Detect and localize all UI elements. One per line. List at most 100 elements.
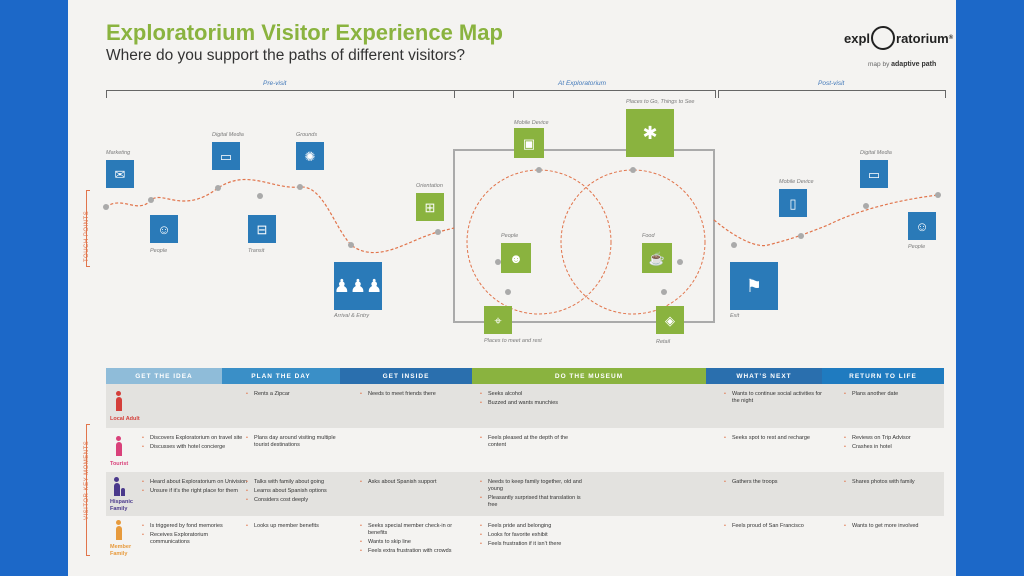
tp-label-exit: Exit	[730, 313, 740, 319]
persona-label-hispanic-family: Hispanic Family	[110, 499, 133, 512]
logo-ring	[871, 26, 896, 50]
key-moment-cell: Feels proud of San Francisco	[724, 523, 830, 532]
hispanic-family-figure	[113, 483, 120, 496]
chat-person-icon: ☻	[501, 243, 531, 273]
key-moment-cell: Seeks spot to rest and recharge	[724, 435, 830, 444]
train-icon: ⊟	[248, 215, 276, 243]
dot-grounds	[297, 184, 303, 190]
person-chat-post-icon: ☺	[908, 212, 936, 240]
dot-mobile-device	[536, 167, 542, 173]
tp-label-transit: Transit	[248, 248, 265, 254]
person-chat-icon: ☺	[150, 215, 178, 243]
logo-text-right: ratorium	[896, 30, 949, 46]
stage-get-inside: GET INSIDE	[340, 368, 472, 384]
museum-boundary	[453, 149, 715, 323]
experience-map-poster: Exploratorium Visitor Experience Map Whe…	[68, 0, 956, 576]
dot-marketing	[103, 204, 109, 210]
key-moment-item: Wants to continue social activities for …	[724, 391, 830, 405]
sculpture-icon: ✱	[626, 109, 674, 157]
key-moment-cell: Talks with family about goingLearns abou…	[246, 479, 352, 506]
monitor-post-icon: ▭	[860, 160, 888, 188]
key-moment-item: Pleasantly surprised that translation is…	[480, 495, 586, 509]
dot-transit	[257, 193, 263, 199]
key-moment-item: Buzzed and wants munchies	[480, 400, 586, 407]
tourist-head	[116, 436, 121, 441]
key-moment-item: Considers cost deeply	[246, 497, 352, 504]
page-subtitle: Where do you support the paths of differ…	[106, 47, 465, 64]
key-moment-cell: Asks about Spanish support	[360, 479, 466, 488]
journey-path-post	[713, 194, 939, 247]
stage-return-to-life: RETURN TO LIFE	[822, 368, 944, 384]
pin-icon: ⌖	[484, 306, 512, 334]
touch-point-dots	[103, 167, 941, 295]
key-moment-cell: Needs to meet friends there	[360, 391, 466, 400]
member-family-head	[116, 520, 121, 525]
key-moment-cell: Wants to continue social activities for …	[724, 391, 830, 407]
local-adult-head	[116, 391, 121, 396]
persona-label-member-family: Member Family	[110, 544, 132, 557]
key-moment-item: Feels pleased at the depth of the conten…	[480, 435, 586, 449]
mail-icon: ✉	[106, 160, 134, 188]
key-moment-item: Learns about Spanish options	[246, 488, 352, 495]
tp-label-food: Food	[642, 233, 655, 239]
key-moment-cell: Seeks special member check-in or benefit…	[360, 523, 466, 557]
key-moment-item: Crashes in hotel	[844, 444, 950, 451]
key-moment-item: Seeks special member check-in or benefit…	[360, 523, 466, 537]
photo-icon: ▣	[514, 128, 544, 158]
tp-label-people-at: People	[501, 233, 519, 239]
key-moment-item: Discusses with hotel concierge	[142, 444, 248, 451]
stage-whats-next: WHAT’S NEXT	[706, 368, 822, 384]
key-moment-item: Plans day around visiting multiple touri…	[246, 435, 352, 449]
key-moment-item: Seeks alcohol	[480, 391, 586, 398]
key-moment-item: Feels proud of San Francisco	[724, 523, 830, 530]
key-moment-item: Plans another date	[844, 391, 950, 398]
tp-label-digital-post: Digital Media	[860, 150, 892, 156]
hispanic-family-child	[121, 488, 125, 496]
phase-bracket-at	[454, 90, 716, 98]
key-moment-cell: Is triggered by fond memoriesReceives Ex…	[142, 523, 248, 548]
key-moment-item: Feels frustration if it isn’t there	[480, 541, 586, 548]
key-moment-cell: Needs to keep family together, old and y…	[480, 479, 586, 511]
key-moment-cell: Feels pride and belongingLooks for favor…	[480, 523, 586, 550]
dot-food	[677, 259, 683, 265]
key-moment-item: Shares photos with family	[844, 479, 950, 486]
key-moment-cell: Plans another date	[844, 391, 950, 400]
key-moment-cell: Rents a Zipcar	[246, 391, 352, 400]
key-moment-cell: Shares photos with family	[844, 479, 950, 488]
key-moment-cell: Reviews on Trip AdvisorCrashes in hotel	[844, 435, 950, 453]
key-moment-cell: Seeks alcoholBuzzed and wants munchies	[480, 391, 586, 409]
dot-exit	[731, 242, 737, 248]
tp-label-mobile-post: Mobile Device	[779, 179, 814, 185]
logo-mark: ®	[948, 35, 954, 41]
member-family-figure	[115, 526, 122, 540]
byline-brand: adaptive path	[891, 61, 937, 68]
tag-icon: ◈	[656, 306, 684, 334]
key-moment-item: Feels pride and belonging	[480, 523, 586, 530]
key-moment-cell: Heard about Exploratorium on UnivisionUn…	[142, 479, 248, 497]
phase-bracket-pre	[106, 90, 514, 98]
key-moment-item: Rents a Zipcar	[246, 391, 352, 398]
key-moment-item: Wants to get more involved	[844, 523, 950, 530]
tp-label-digital-media: Digital Media	[212, 132, 244, 138]
family-icon: ♟♟♟	[334, 262, 382, 310]
tp-label-grounds: Grounds	[296, 132, 318, 138]
key-moment-cell: Looks up member benefits	[246, 523, 352, 532]
dot-places	[630, 167, 636, 173]
persona-label-local-adult: Local Adult	[110, 416, 140, 422]
dot-people-at	[495, 259, 501, 265]
tp-label-people: People	[150, 248, 168, 254]
tourist-figure	[115, 442, 122, 456]
signpost-icon: ⚑	[730, 262, 778, 310]
tp-label-marketing: Marketing	[106, 150, 131, 156]
key-moment-cell: Plans day around visiting multiple touri…	[246, 435, 352, 451]
tp-label-arrival: Arrival & Entry	[334, 313, 370, 319]
key-moment-item: Asks about Spanish support	[360, 479, 466, 486]
dot-mobile-post	[798, 233, 804, 239]
key-moment-item: Unsure if it’s the right place for them	[142, 488, 248, 495]
dot-orientation	[435, 229, 441, 235]
tp-label-orientation: Orientation	[416, 183, 443, 189]
logo-text-left: expl	[844, 30, 871, 46]
tp-label-people-post: People	[908, 244, 926, 250]
monitor-icon: ▭	[212, 142, 240, 170]
key-moment-cell: Feels pleased at the depth of the conten…	[480, 435, 586, 451]
